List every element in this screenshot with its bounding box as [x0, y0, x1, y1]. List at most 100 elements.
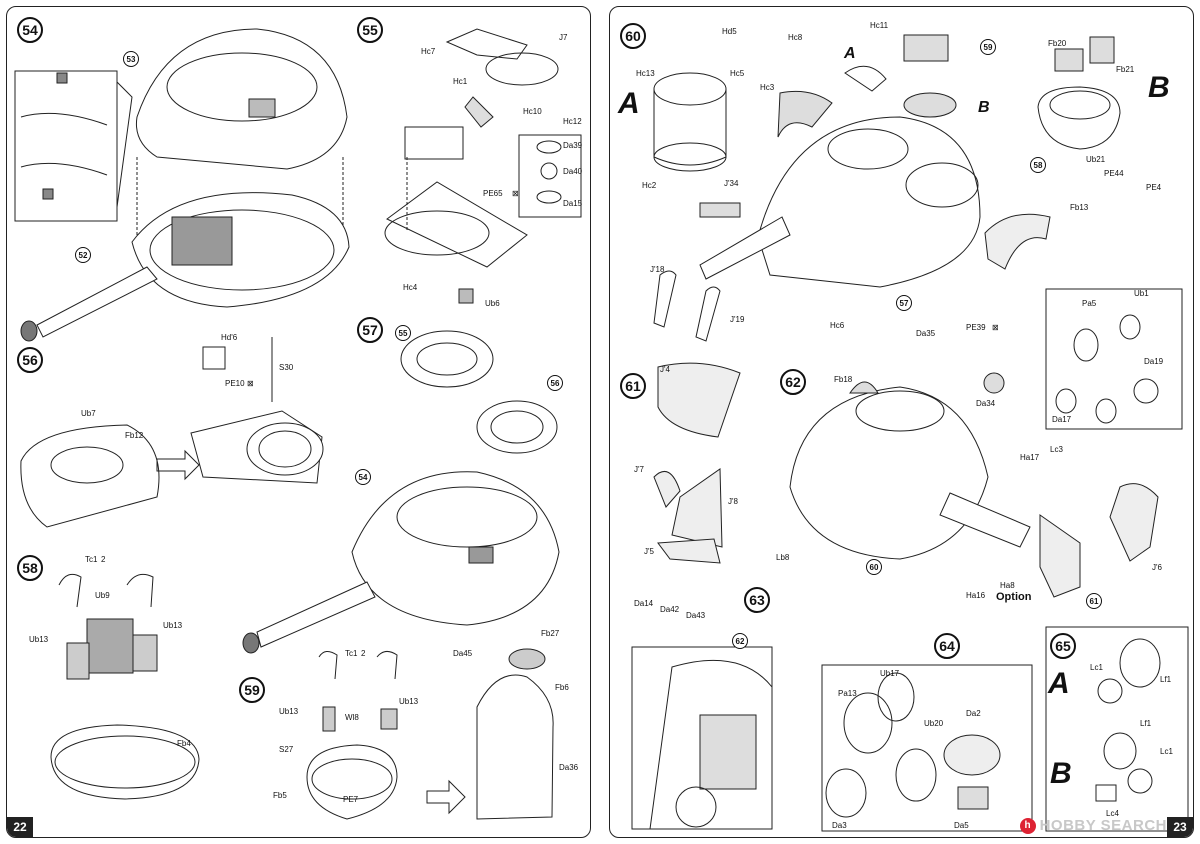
part-label: S30: [279, 363, 294, 372]
part-label: PE10: [225, 379, 245, 388]
hobby-search-logo-icon: h: [1019, 817, 1036, 834]
page-number-left: 22: [7, 817, 33, 837]
part-label: Lc1: [1090, 663, 1103, 672]
variant-A-marker: A: [844, 45, 856, 62]
step-number-57: 57: [357, 317, 383, 343]
part-label: Ub7: [81, 409, 96, 418]
ref-step-57: 57: [896, 295, 912, 311]
part-label: Hc4: [403, 283, 418, 292]
part-label: Da5: [954, 821, 969, 830]
step-number-58: 58: [17, 555, 43, 581]
part-label: Hc1: [453, 77, 468, 86]
part-label: J'7: [634, 465, 644, 474]
ref-step-58: 58: [1030, 157, 1046, 173]
part-label: Hc6: [830, 321, 845, 330]
glue-icon: ⊠: [992, 323, 999, 332]
part-label: Fb21: [1116, 65, 1135, 74]
part-label: Pa13: [838, 689, 857, 698]
part-label: Da34: [976, 399, 996, 408]
part-label: Hc7: [421, 47, 436, 56]
part-label: Fb6: [555, 683, 569, 692]
right-page-drawings: [631, 34, 1189, 832]
part-label: J'4: [660, 365, 670, 374]
step-number-64: 64: [934, 633, 960, 659]
part-label: J'6: [1152, 563, 1162, 572]
ref-step-61: 61: [1086, 593, 1102, 609]
part-label: Da2: [966, 709, 981, 718]
part-label: Da15: [563, 199, 583, 208]
part-label: Da3: [832, 821, 847, 830]
part-label: Fb18: [834, 375, 853, 384]
part-label: Ub20: [924, 719, 944, 728]
part-label: PE44: [1104, 169, 1124, 178]
part-label: Ha16: [966, 591, 986, 600]
part-label: Ub21: [1086, 155, 1106, 164]
step-number-59: 59: [239, 677, 265, 703]
part-label: Lf1: [1160, 675, 1172, 684]
step-number-54: 54: [17, 17, 43, 43]
part-label: Wl8: [345, 713, 359, 722]
part-label: Hc2: [642, 181, 657, 190]
part-label: Ha17: [1020, 453, 1040, 462]
part-label: Da45: [453, 649, 473, 658]
part-label: Lf1: [1140, 719, 1152, 728]
part-label: Tc1: [85, 555, 98, 564]
variant-B-marker: B: [1148, 71, 1170, 104]
step-number-62: 62: [780, 369, 806, 395]
ref-step-53: 53: [123, 51, 139, 67]
variant-A-marker: A: [1048, 667, 1070, 700]
glue-icon: ⊠: [512, 189, 519, 198]
part-label: Ub17: [880, 669, 900, 678]
part-label: Hc10: [523, 107, 542, 116]
part-label: Hc11: [870, 21, 889, 30]
part-label: J'5: [644, 547, 654, 556]
part-label: Da40: [563, 167, 583, 176]
part-label: Fb20: [1048, 39, 1067, 48]
part-label: Da14: [634, 599, 654, 608]
part-label: J7: [559, 33, 568, 42]
part-label: PE65: [483, 189, 503, 198]
watermark: h HOBBY SEARCH: [1019, 817, 1167, 834]
part-label: Hc5: [730, 69, 745, 78]
part-label: Hc12: [563, 117, 582, 126]
ref-step-60: 60: [866, 559, 882, 575]
variant-A-marker: A: [618, 87, 640, 120]
part-label: J'34: [724, 179, 739, 188]
part-label: Da42: [660, 605, 680, 614]
part-label: J'18: [650, 265, 665, 274]
part-label: J'8: [728, 497, 738, 506]
ref-step-54: 54: [355, 469, 371, 485]
part-label: Da35: [916, 329, 936, 338]
ref-step-59: 59: [980, 39, 996, 55]
step-number-61: 61: [620, 373, 646, 399]
instruction-page-left: 54 55 56 57 58 59 53 52 55 56 54 Hc7 J7 …: [6, 6, 591, 838]
step-number-65: 65: [1050, 633, 1076, 659]
step-number-55: 55: [357, 17, 383, 43]
part-label: Ub13: [279, 707, 299, 716]
part-label: Hc8: [788, 33, 803, 42]
part-label: Fb13: [1070, 203, 1089, 212]
part-label: Hd'6: [221, 333, 238, 342]
part-label: Fb5: [273, 791, 287, 800]
variant-B-marker: B: [1050, 757, 1072, 790]
part-label: Da36: [559, 763, 579, 772]
part-label: Da19: [1144, 357, 1164, 366]
part-label: Fb4: [177, 739, 191, 748]
part-label: Ub13: [399, 697, 419, 706]
variant-B-marker: B: [978, 99, 990, 116]
part-label: Da43: [686, 611, 706, 620]
ref-step-52: 52: [75, 247, 91, 263]
part-label: Ub13: [163, 621, 183, 630]
instruction-page-right: 60 61 62 63 64 65 59 57 58 60 61 62 A B …: [609, 6, 1194, 838]
part-label: Da39: [563, 141, 583, 150]
watermark-text: HOBBY SEARCH: [1039, 817, 1167, 834]
part-label: Da17: [1052, 415, 1072, 424]
ref-step-62: 62: [732, 633, 748, 649]
option-label: Option: [996, 591, 1032, 603]
glue-icon: ⊠: [247, 379, 254, 388]
part-label: Hc3: [760, 83, 775, 92]
part-label: Lb8: [776, 553, 790, 562]
part-label: Hd5: [722, 27, 737, 36]
step-number-56: 56: [17, 347, 43, 373]
part-label: Lc1: [1160, 747, 1173, 756]
